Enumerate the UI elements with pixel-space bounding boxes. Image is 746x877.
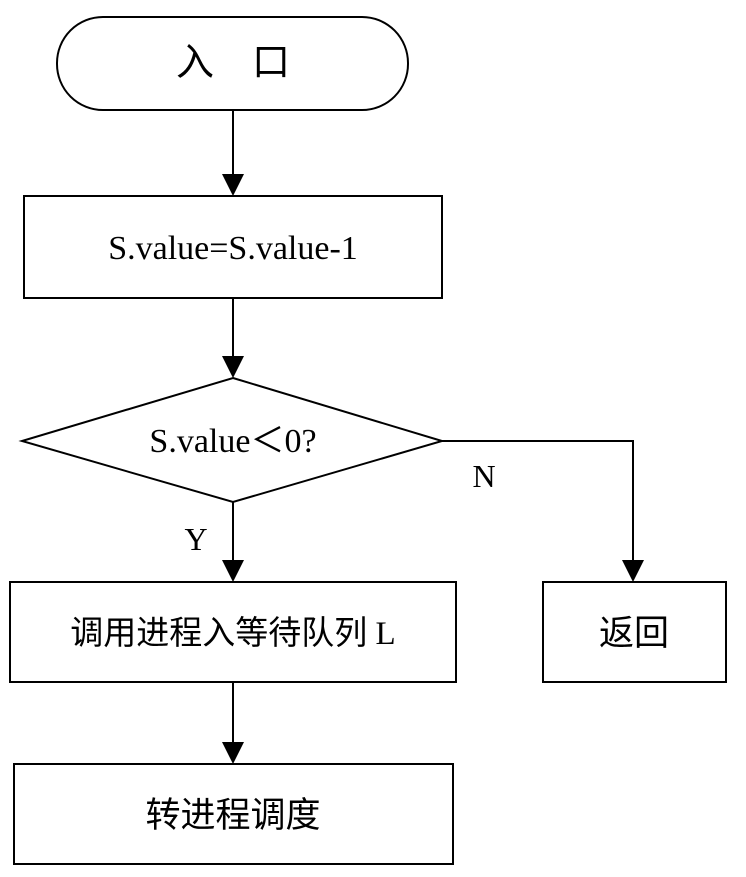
start-node: 入 口: [56, 16, 409, 111]
arrowhead-schedule-icon: [222, 742, 244, 764]
block-process-box: [9, 581, 457, 683]
connectors: [222, 110, 644, 764]
block-label: 调用进程入等待队列 L: [70, 615, 395, 652]
arrowhead-condition-icon: [222, 356, 244, 378]
schedule-process-box: [13, 763, 454, 865]
return-label: 返回: [599, 614, 669, 653]
arrowhead-block-icon: [222, 560, 244, 582]
schedule-label: 转进程调度: [145, 796, 320, 835]
connector-no-branch: [442, 440, 634, 562]
condition-node: S.value＜0?: [18, 376, 446, 504]
decrement-node: S.value=S.value-1: [23, 195, 443, 299]
return-box: [542, 581, 727, 683]
block-node: 调用进程入等待队列 L: [9, 581, 457, 683]
arrowhead-return-icon: [622, 560, 644, 582]
yes-branch-label: Y: [184, 521, 207, 557]
decrement-label: S.value=S.value-1: [108, 230, 358, 267]
return-node: 返回: [542, 581, 727, 683]
start-terminator-shape: [56, 16, 409, 111]
condition-decision-diamond: [18, 376, 446, 504]
condition-label: S.value＜0?: [149, 423, 316, 460]
arrowhead-decrement-icon: [222, 174, 244, 196]
no-branch-label: N: [472, 458, 495, 494]
schedule-node: 转进程调度: [13, 763, 454, 865]
start-label: 入 口: [176, 42, 290, 84]
decrement-process-box: [23, 195, 443, 299]
